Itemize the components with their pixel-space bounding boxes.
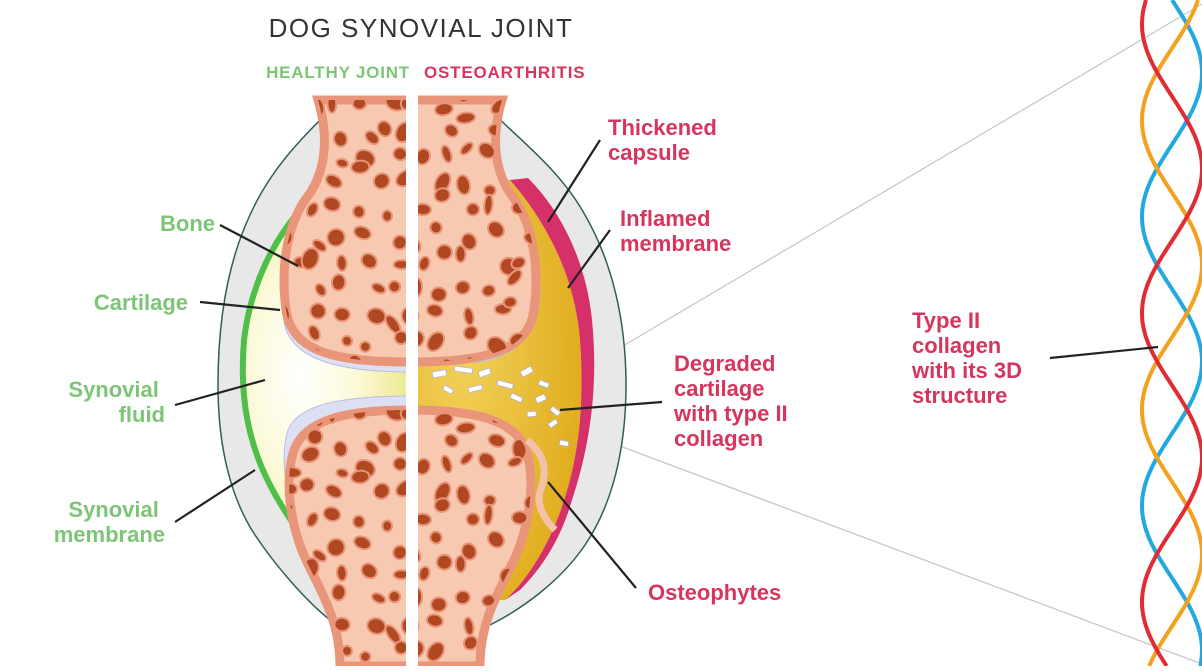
label-collagen-line-1: Type II — [912, 308, 980, 333]
half-divider — [406, 95, 418, 666]
label-osteophytes: Osteophytes — [648, 580, 781, 605]
bone-pore — [334, 307, 350, 321]
label-degraded-cartilage: Degraded cartilage with type II collagen — [673, 351, 794, 451]
label-degraded-cartilage-line-1: Degraded — [674, 351, 775, 376]
label-inflamed-membrane-line-1: Inflamed — [620, 206, 710, 231]
label-inflamed-membrane-line-2: membrane — [620, 231, 731, 256]
bone-pore — [512, 511, 528, 524]
bone-pore — [436, 244, 453, 261]
bone-pore — [382, 210, 392, 221]
label-bone: Bone — [160, 211, 215, 236]
bone-pore — [306, 634, 322, 652]
bone-pore — [278, 611, 292, 632]
label-bone-line-1: Bone — [160, 211, 215, 236]
bone-pore — [351, 160, 370, 174]
bone-pore — [483, 643, 510, 666]
bone-pore — [269, 579, 286, 599]
zoom-line-top — [545, 4, 1202, 392]
label-degraded-cartilage-line-4: collagen — [674, 426, 763, 451]
bone-pore — [336, 565, 347, 581]
label-cartilage-line-1: Cartilage — [94, 290, 188, 315]
label-synovial-fluid: Synovial fluid — [68, 377, 165, 427]
bone-pore — [334, 617, 350, 631]
bone-pore — [466, 203, 480, 216]
bone-pore — [455, 246, 465, 263]
label-inflamed-membrane: Inflamed membrane — [620, 206, 731, 256]
label-cartilage: Cartilage — [94, 290, 188, 315]
bone-pore — [513, 105, 530, 121]
bone-pore — [351, 470, 370, 484]
diagram-title: DOG SYNOVIAL JOINT — [269, 13, 574, 43]
bone-pore — [382, 520, 392, 531]
bone-pore — [278, 101, 290, 114]
label-thickened-capsule: Thickened capsule — [608, 115, 723, 165]
bone-pore — [272, 628, 293, 647]
bone-pore — [430, 287, 447, 303]
label-synovial-membrane: Synovial membrane — [54, 497, 165, 547]
zoom-line-bottom — [545, 418, 1202, 664]
subtitle-healthy: HEALTHY JOINT — [266, 63, 410, 82]
bone-pore — [507, 640, 528, 660]
bone-pore — [455, 556, 465, 573]
label-synovial-membrane-line-1: Synovial — [68, 497, 158, 522]
bone-pore — [466, 513, 480, 526]
label-collagen-line-2: collagen — [912, 333, 1001, 358]
bone-pore — [331, 274, 346, 291]
bone-pore — [359, 341, 371, 353]
label-collagen-line-4: structure — [912, 383, 1007, 408]
label-thickened-capsule-line-2: capsule — [608, 140, 690, 165]
label-degraded-cartilage-line-2: cartilage — [674, 376, 765, 401]
label-synovial-membrane-line-2: membrane — [54, 522, 165, 547]
bone-pore — [436, 554, 453, 571]
label-synovial-fluid-line-1: Synovial — [68, 377, 158, 402]
label-osteophytes-line-1: Osteophytes — [648, 580, 781, 605]
label-synovial-fluid-line-2: fluid — [119, 402, 165, 427]
label-type-ii-collagen: Type II collagen with its 3D structure — [911, 308, 1028, 408]
collagen-strand-3 — [1142, 0, 1202, 666]
label-degraded-cartilage-line-3: with type II — [673, 401, 788, 426]
bone-pore — [359, 651, 371, 663]
bone-pore — [430, 597, 447, 613]
bone-pore — [331, 584, 346, 601]
bone-pore — [277, 131, 289, 144]
subtitle-osteoarthritis: OSTEOARTHRITIS — [424, 63, 585, 82]
bone-pore — [336, 255, 347, 271]
collagen-triple-helix — [1142, 0, 1202, 666]
label-thickened-capsule-line-1: Thickened — [608, 115, 717, 140]
label-collagen-line-3: with its 3D — [911, 358, 1022, 383]
leader-collagen — [1050, 347, 1158, 358]
